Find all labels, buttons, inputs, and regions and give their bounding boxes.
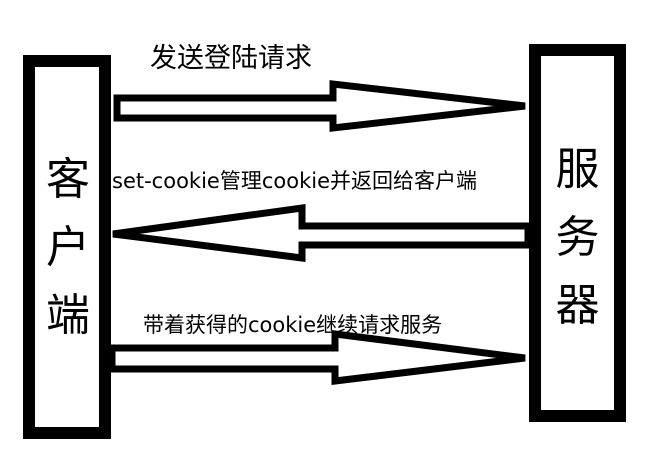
server-label-char-2: 务	[555, 211, 600, 263]
message-request-with-cookie-label: 带着获得的cookie继续请求服务	[143, 313, 443, 337]
client-label-char-3: 端	[46, 290, 90, 342]
arrow-request-with-cookie	[108, 330, 526, 385]
client-label-char-1: 客	[46, 153, 90, 205]
client-label: 客 户 端	[29, 138, 107, 358]
server-label-char-3: 器	[555, 280, 600, 332]
server-label: 服 务 器	[535, 128, 620, 348]
message-set-cookie-label: set-cookie管理cookie并返回给客户端	[112, 169, 477, 193]
server-box	[529, 44, 626, 422]
arrow-set-cookie-response	[112, 203, 532, 262]
client-label-char-2: 户	[46, 221, 90, 273]
server-label-char-1: 服	[555, 143, 600, 195]
arrow-login-request	[113, 80, 526, 132]
message-login-request-label: 发送登陆请求	[150, 43, 312, 74]
client-box	[23, 55, 111, 439]
